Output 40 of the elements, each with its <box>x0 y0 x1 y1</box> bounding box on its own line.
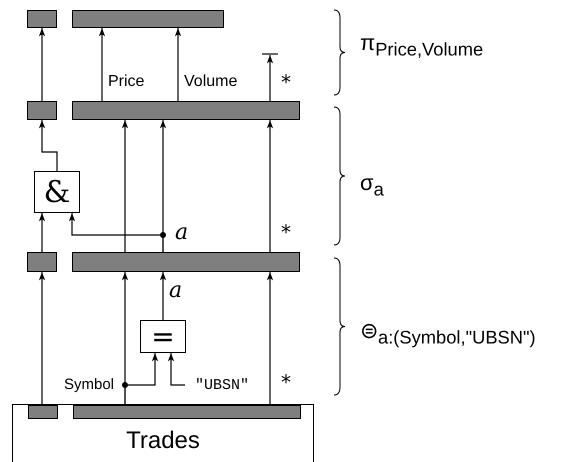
arrow <box>168 353 185 386</box>
arrow <box>266 55 274 101</box>
arrow <box>38 213 46 252</box>
arrow <box>174 28 182 101</box>
data-bar <box>72 252 300 272</box>
operator-label: ⊜$_{a:(Symbol,"UBSN")}$ <box>360 320 536 347</box>
edge-label: Price <box>108 74 144 90</box>
data-bar <box>73 405 301 419</box>
arrow <box>38 272 46 404</box>
arrow <box>124 353 158 404</box>
data-bar <box>72 101 300 120</box>
relation-box <box>12 404 314 462</box>
arrow <box>38 28 46 101</box>
data-bar <box>27 10 57 28</box>
arrow <box>68 213 164 252</box>
operator-label: π$_{Price,Volume}$ <box>360 32 484 59</box>
edge-label: a <box>169 280 182 302</box>
arrow <box>266 272 274 404</box>
operator-symbol: & <box>44 174 70 210</box>
operator-symbol: = <box>151 320 175 353</box>
edge-label: Volume <box>184 74 238 90</box>
data-bar <box>27 252 57 272</box>
edge-label: Symbol <box>64 377 114 392</box>
arrow <box>122 120 128 252</box>
constant-text: "UBSN" <box>187 375 257 395</box>
edge-label: * <box>281 222 291 242</box>
arrow <box>266 120 274 252</box>
arrow <box>38 120 58 171</box>
relation-name: Trades <box>126 427 200 455</box>
operator-label: σ$_{a}$ <box>360 172 384 199</box>
edge-label: a <box>175 222 188 244</box>
edge-label: * <box>281 372 291 392</box>
arrow <box>98 28 106 101</box>
edge-label: * <box>281 72 291 92</box>
data-bar <box>72 10 224 28</box>
and-operator-box <box>34 171 80 213</box>
equals-operator-box <box>140 320 186 353</box>
data-bar <box>27 101 57 120</box>
arrow <box>160 272 166 320</box>
data-bar <box>28 405 58 419</box>
